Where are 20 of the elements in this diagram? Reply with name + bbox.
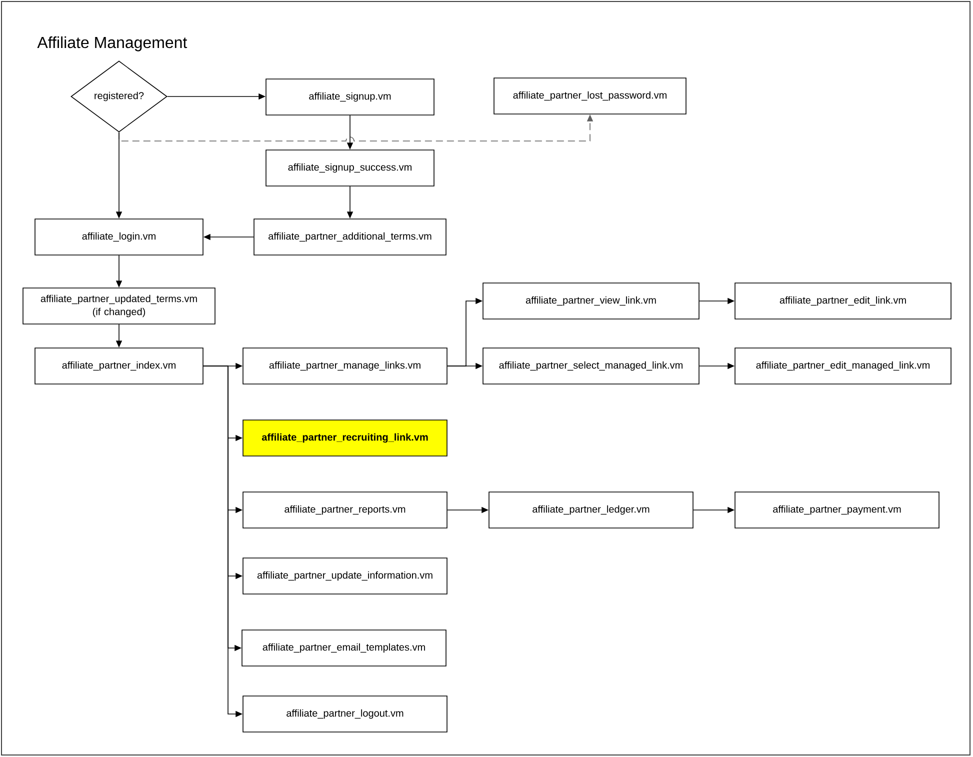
process-box: affiliate_partner_view_link.vm	[482, 282, 700, 320]
process-box: affiliate_partner_edit_managed_link.vm	[734, 348, 952, 384]
process-box: affiliate_partner_update_information.vm	[242, 558, 448, 594]
process-box: affiliate_partner_edit_link.vm	[734, 282, 952, 320]
process-box: affiliate_partner_ledger.vm	[488, 492, 694, 528]
process-box: affiliate_partner_updated_terms.vm (if changed)	[22, 288, 216, 324]
process-box: affiliate_partner_manage_links.vm	[242, 348, 448, 384]
process-box: affiliate_signup.vm	[266, 78, 434, 116]
process-box: affiliate_partner_logout.vm	[242, 696, 448, 732]
process-box: affiliate_partner_reports.vm	[242, 492, 448, 528]
process-box: affiliate_login.vm	[34, 218, 204, 256]
process-box: affiliate_partner_lost_password.vm	[494, 78, 686, 114]
process-box: affiliate_partner_email_templates.vm	[242, 630, 446, 666]
highlighted-box: affiliate_partner_recruiting_link.vm	[242, 420, 448, 456]
process-box: affiliate_partner_index.vm	[34, 348, 204, 384]
diagram-title: Affiliate Management	[37, 36, 188, 52]
process-box: affiliate_partner_additional_terms.vm	[254, 218, 446, 256]
process-box: affiliate_partner_select_managed_link.vm	[482, 348, 700, 384]
process-box: affiliate_signup_success.vm	[266, 150, 434, 186]
process-box: affiliate_partner_payment.vm	[734, 492, 940, 528]
